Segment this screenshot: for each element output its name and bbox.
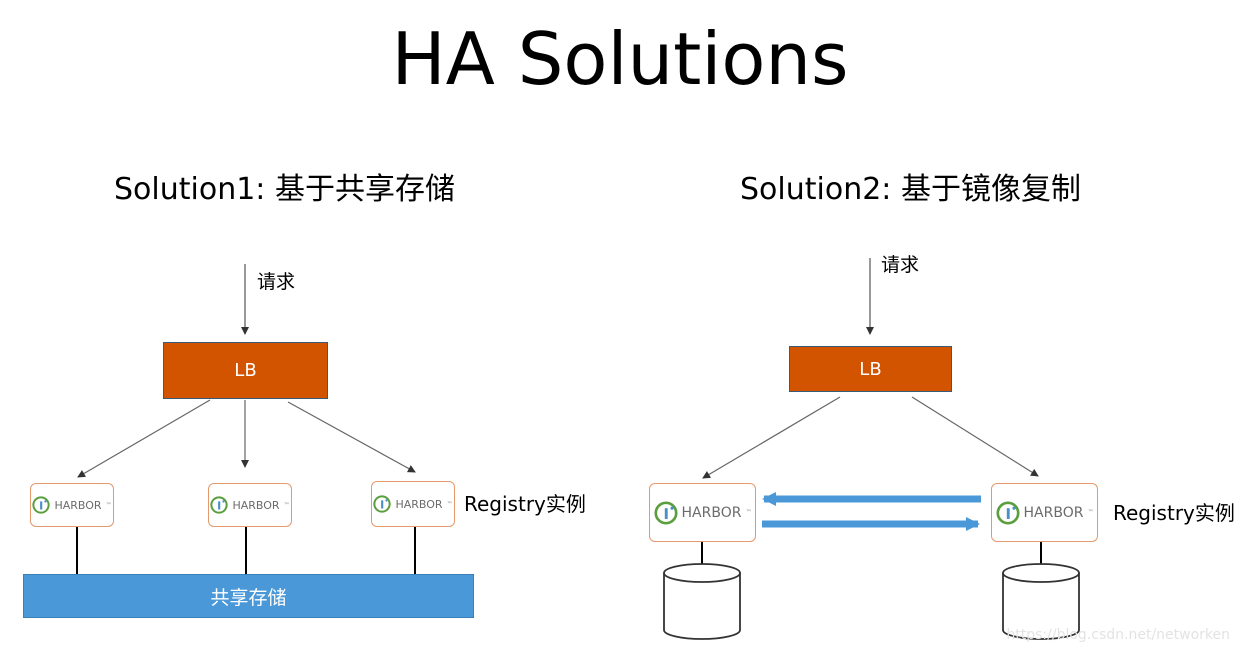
solution1-heading: Solution1: 基于共享存储: [114, 172, 455, 207]
harbor-logo-icon: [210, 496, 229, 514]
s1-lb-to-harbor3: [287, 401, 416, 473]
database-icon-left: [663, 563, 741, 640]
s2-load-balancer: LB: [789, 346, 952, 392]
harbor-text: HARBOR: [54, 498, 102, 512]
harbor-logo-icon: [654, 500, 678, 525]
solution2-heading: Solution2: 基于镜像复制: [740, 172, 1081, 207]
s1-registry-label: Registry实例: [464, 492, 586, 516]
s1-request-label: 请求: [257, 271, 296, 293]
s2-registry-label: Registry实例: [1113, 501, 1235, 525]
harbor-text: HARBOR: [232, 498, 280, 512]
s1-lb-to-harbor1: [77, 399, 211, 478]
s2-lb-to-harbor-left: [702, 396, 841, 479]
harbor-logo-icon: [996, 500, 1020, 525]
harbor-text: HARBOR: [395, 497, 443, 511]
page-title: HA Solutions: [391, 17, 849, 101]
harbor-text: HARBOR: [1023, 504, 1084, 521]
harbor-text: HARBOR: [681, 504, 742, 521]
harbor-logo-icon: [32, 496, 51, 514]
s2-request-label: 请求: [881, 254, 920, 276]
s2-lb-to-harbor-right: [911, 396, 1039, 477]
s1-load-balancer: LB: [163, 342, 328, 399]
database-icon-right: [1002, 563, 1080, 640]
s1-shared-storage: 共享存储: [23, 574, 474, 618]
watermark: https://blog.csdn.net/networken: [1006, 627, 1230, 643]
harbor-logo-icon: [373, 495, 392, 513]
